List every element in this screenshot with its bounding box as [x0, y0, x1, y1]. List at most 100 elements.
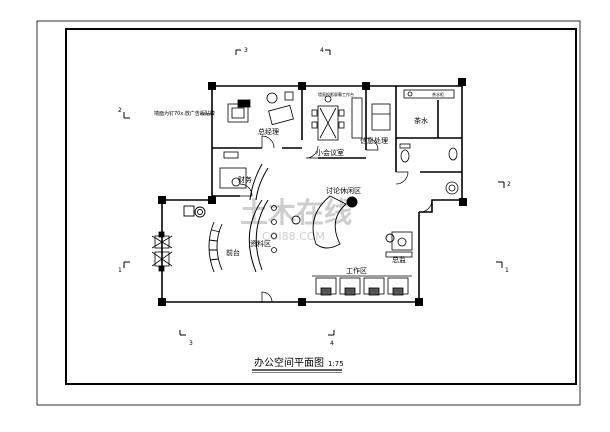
stool	[271, 247, 277, 253]
axis-label-right-upper: 2	[507, 181, 511, 188]
meeting-chair	[338, 109, 345, 117]
meeting-chair	[311, 109, 318, 117]
axis-label-right-lower: 1	[505, 267, 509, 274]
front-desk-segments	[208, 229, 221, 261]
meeting-table	[317, 105, 339, 141]
meeting-chair	[311, 121, 318, 129]
outer-border	[36, 20, 581, 406]
axis-label-bottom-right: 4	[330, 340, 334, 347]
tea-furniture	[403, 89, 455, 99]
door-finance	[239, 183, 253, 197]
work-chair	[344, 287, 356, 296]
manager-furniture	[227, 91, 294, 126]
watermark: 土木在线 COI88.COM	[240, 196, 352, 243]
label-director: 总监	[392, 255, 406, 264]
lounge-chair	[385, 233, 395, 243]
manager-desk	[268, 104, 294, 126]
drawing-scale: 1:75	[328, 360, 344, 368]
meeting-chair-round	[324, 95, 332, 103]
info-furniture	[371, 103, 391, 131]
work-chair	[392, 287, 404, 296]
stool	[271, 205, 277, 211]
finance-desk	[219, 167, 247, 189]
director-furniture	[385, 231, 413, 258]
manager-sofa-seat	[231, 107, 245, 119]
axis-label-left-upper: 2	[118, 107, 122, 114]
entrance	[151, 231, 173, 272]
label-general-manager: 总经理	[258, 127, 279, 136]
annotation-wall-note: 墙面为钉70x.放广告版贴膜	[154, 110, 215, 117]
walls	[161, 82, 463, 303]
display-stools	[271, 205, 277, 253]
annotation-tea-counter: 茶水柜	[432, 91, 444, 97]
door-right-side	[419, 199, 433, 213]
sink	[407, 91, 413, 97]
wall-right-step	[419, 199, 462, 213]
door-meeting	[305, 145, 319, 159]
lounge-table	[346, 196, 358, 208]
tea-counter	[403, 89, 455, 99]
director-desk	[391, 231, 413, 251]
entrance-post	[158, 231, 165, 238]
info-desk	[371, 103, 391, 131]
watermark-sub-text: COI88.COM	[262, 230, 325, 243]
restroom-fixtures	[399, 143, 459, 195]
work-chair	[368, 287, 380, 296]
finance-cabinet	[223, 151, 239, 159]
planter-inner	[448, 184, 456, 192]
finance-furniture	[219, 151, 247, 189]
label-display-area: 资料区	[250, 239, 271, 248]
stool	[271, 233, 277, 239]
axis-markers	[123, 49, 505, 336]
curved-display-wall-inner	[255, 199, 269, 271]
manager-side-table	[237, 99, 251, 108]
door-info	[365, 137, 379, 151]
director-cabinet	[385, 251, 413, 258]
label-finance: 财务	[238, 175, 252, 184]
curved-partitions	[248, 163, 269, 273]
manager-chair	[266, 92, 278, 104]
work-area-desks	[312, 275, 412, 296]
meeting-furniture	[311, 95, 363, 141]
curved-wall-finance-inner	[255, 167, 269, 201]
label-info-processing: 信息处理	[360, 136, 388, 145]
axis-label-top-right: 4	[320, 47, 324, 54]
lounge-chair	[291, 215, 301, 225]
watermark-main-text: 土木在线	[240, 196, 352, 229]
axis-label-top-left: 3	[244, 47, 248, 54]
axis-mark-top-right	[325, 49, 331, 55]
inner-border	[65, 28, 577, 385]
front-desk-inner	[216, 223, 223, 271]
wall-restroom	[395, 137, 462, 173]
front-desk-lamp	[183, 205, 195, 217]
entrance-post	[158, 265, 165, 272]
curved-display-wall	[248, 199, 263, 273]
axis-mark-left-lower	[123, 261, 130, 268]
director-chair	[397, 237, 407, 247]
front-desk-outer	[208, 221, 215, 273]
manager-plant	[284, 91, 294, 101]
toilet-tank	[399, 143, 411, 149]
washbasin	[448, 147, 458, 161]
lounge-furniture	[291, 195, 395, 249]
screen-console	[351, 97, 363, 139]
label-tea-water: 茶水	[414, 116, 428, 125]
door-restroom	[395, 171, 409, 185]
label-discussion-lounge: 讨论休闲区	[326, 186, 361, 195]
front-desk-plant-inner	[197, 209, 203, 215]
door-manager	[261, 135, 275, 149]
planter	[445, 181, 459, 195]
front-desk-plant	[194, 206, 206, 218]
work-chair	[320, 287, 332, 296]
stool	[271, 219, 277, 225]
finance-chair	[231, 177, 241, 187]
meeting-table-grain	[319, 107, 337, 139]
front-desk-counter	[183, 205, 223, 273]
axis-label-left-lower: 1	[118, 267, 122, 274]
doors	[239, 135, 433, 303]
axis-mark-left-upper	[123, 112, 130, 119]
meeting-chair	[338, 121, 345, 129]
label-work-area: 工作区	[346, 266, 367, 275]
